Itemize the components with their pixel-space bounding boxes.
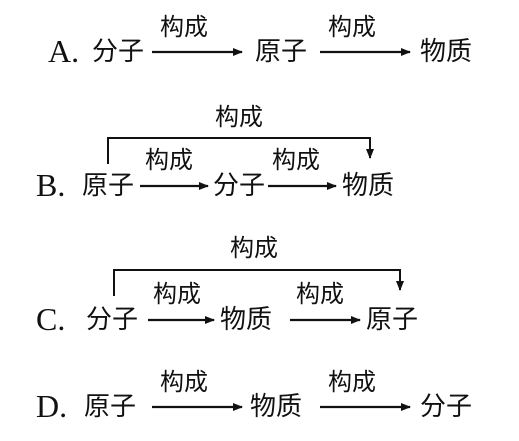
option-b-term-1: 原子: [82, 171, 135, 201]
option-a-term-3: 物质: [420, 37, 473, 67]
option-a-letter: A.: [48, 33, 80, 69]
option-d-term-2: 物质: [250, 392, 303, 422]
option-b-letter: B.: [36, 167, 66, 203]
option-c-bracket-arrow: [113, 269, 404, 296]
option-c-bracket-relation: 构成: [230, 234, 278, 262]
option-b-relation-1: 构成: [145, 146, 193, 174]
option-c-relation-2: 构成: [296, 280, 344, 308]
option-a-relation-2: 构成: [328, 13, 376, 41]
option-d-relation-2: 构成: [328, 368, 376, 396]
option-b-bracket-relation: 构成: [215, 103, 263, 131]
option-a-term-1: 分子: [92, 37, 145, 67]
option-c-term-3: 原子: [366, 305, 419, 335]
option-b-relation-2: 构成: [272, 146, 320, 174]
option-c-relation-1: 构成: [153, 280, 201, 308]
option-b-term-3: 物质: [342, 171, 395, 201]
option-d-term-1: 原子: [84, 392, 137, 422]
option-c-letter: C.: [36, 301, 66, 337]
option-d-letter: D.: [36, 388, 68, 424]
option-c-term-2: 物质: [220, 305, 273, 335]
option-b-bracket-arrow: [107, 137, 374, 164]
option-a-term-2: 原子: [255, 37, 308, 67]
option-c-term-1: 分子: [86, 305, 139, 335]
option-d-relation-1: 构成: [160, 368, 208, 396]
option-b-term-2: 分子: [213, 171, 266, 201]
option-a-relation-1: 构成: [160, 13, 208, 41]
option-d-term-3: 分子: [420, 392, 473, 422]
